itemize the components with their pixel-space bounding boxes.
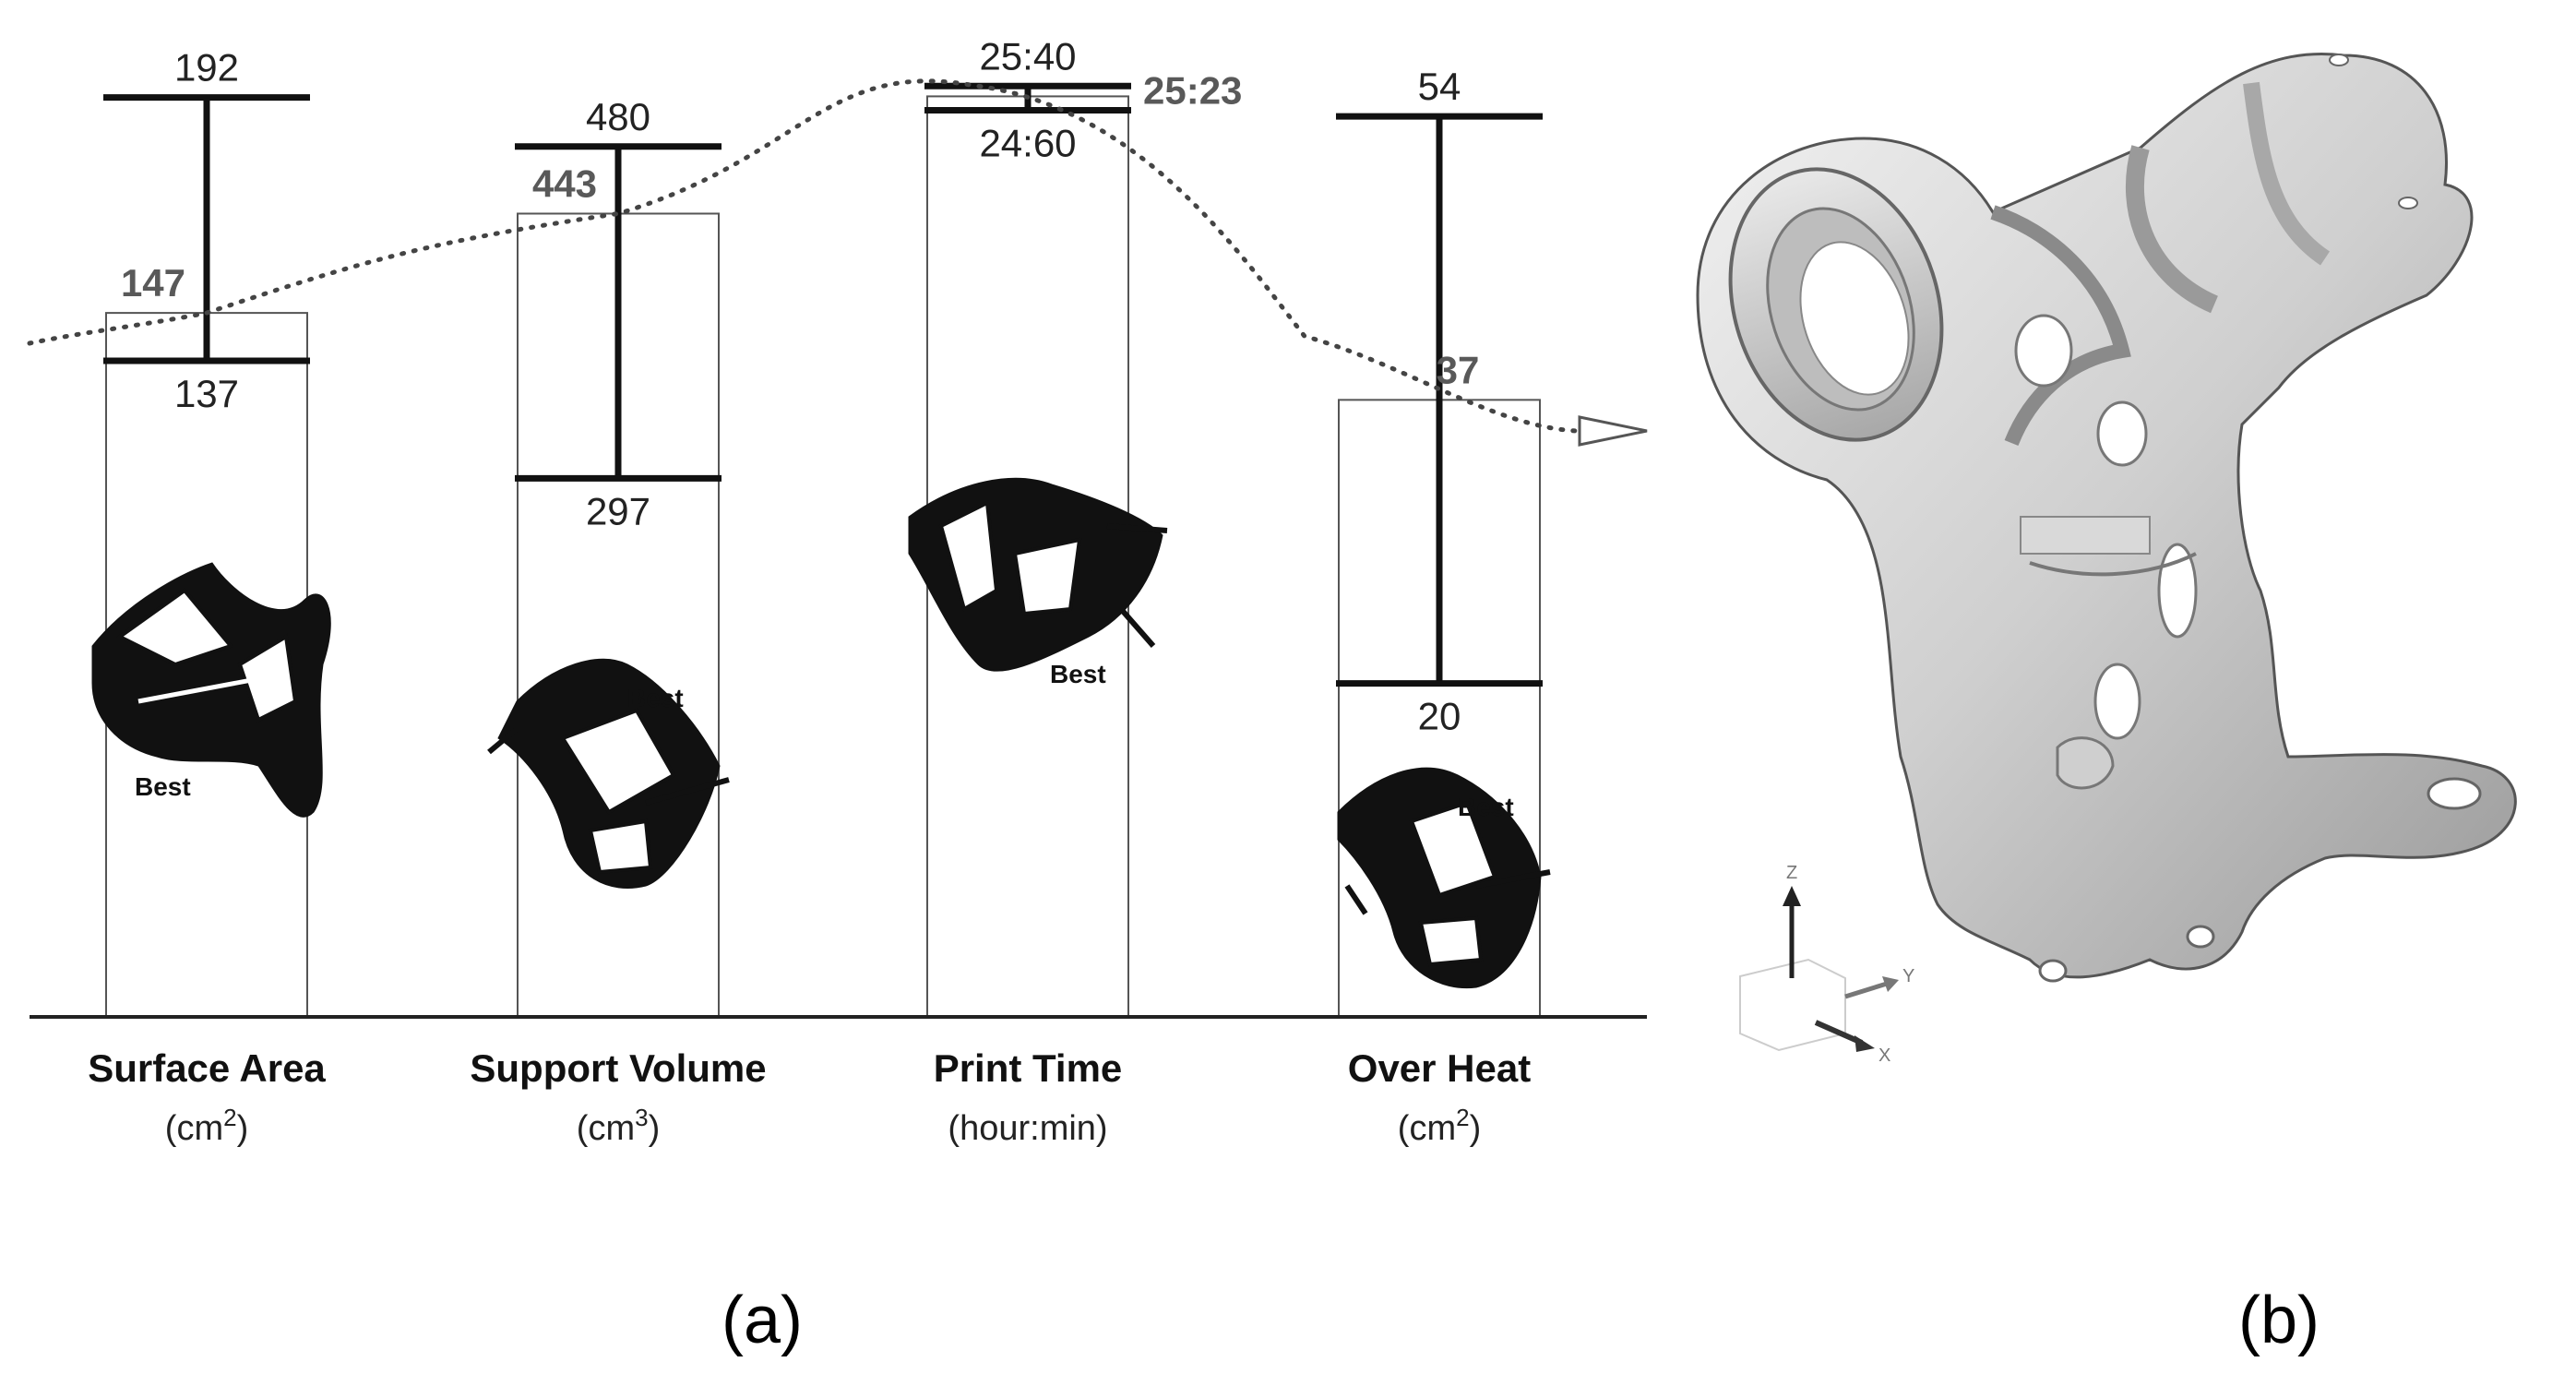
category-label-support-volume: Support Volume [470,1046,766,1090]
bar-boxes [105,95,1541,1019]
z-axis-label: Z [1786,863,1797,883]
x-axis-label: X [1878,1045,1890,1066]
unit-label-support-volume: (cm3) [577,1104,660,1148]
y-axis-label: Y [1902,966,1914,986]
part-thumbnail-surface-area [91,562,331,818]
min-label-surface-area: 137 [174,372,239,415]
x-axis-arrow [1814,1020,1864,1045]
best-label-support-volume: Best [627,684,684,712]
min-label-print-time: 24:60 [979,121,1076,164]
part-thumbnail-print-time [908,477,1168,672]
category-labels: Surface Area (cm2) Support Volume (cm3) Prin… [88,1046,1531,1148]
max-label-over-heat: 54 [1418,65,1461,108]
best-label-over-heat: Best [1458,793,1514,821]
chosen-label-over-heat: 37 [1437,348,1480,391]
category-label-over-heat: Over Heat [1348,1046,1531,1090]
chosen-label-print-time: 25:23 [1143,68,1242,112]
min-label-over-heat: 20 [1418,695,1461,738]
panel-label-b: (b) [2238,1284,2320,1357]
best-label-surface-area: Best [135,772,191,801]
part-thumbnail-support-volume [487,658,730,889]
category-label-print-time: Print Time [934,1046,1123,1090]
rendered-part [1696,53,2517,983]
unit-label-print-time: (hour:min) [948,1109,1107,1148]
max-label-surface-area: 192 [174,46,239,90]
max-label-support-volume: 480 [586,95,650,138]
part-thumbnail-over-heat [1337,767,1551,989]
trend-curve [27,78,1580,434]
panel-label-a: (a) [722,1284,803,1357]
y-axis-arrow [1844,981,1888,999]
axes-triad: Z Y X [1739,863,1914,1066]
category-label-surface-area: Surface Area [88,1046,326,1090]
range-bars [103,82,1543,687]
min-label-support-volume: 297 [586,489,650,532]
unit-label-surface-area: (cm2) [165,1104,248,1148]
max-label-print-time: 25:40 [979,34,1076,78]
best-label-print-time: Best [1050,660,1106,688]
value-labels: 192 137 147 480 297 443 25:40 24:60 25:23 54 20 37 [121,34,1479,737]
unit-label-over-heat: (cm2) [1398,1104,1481,1148]
chosen-label-support-volume: 443 [532,161,597,205]
chosen-label-surface-area: 147 [121,261,185,305]
trend-arrowhead [1578,415,1648,447]
